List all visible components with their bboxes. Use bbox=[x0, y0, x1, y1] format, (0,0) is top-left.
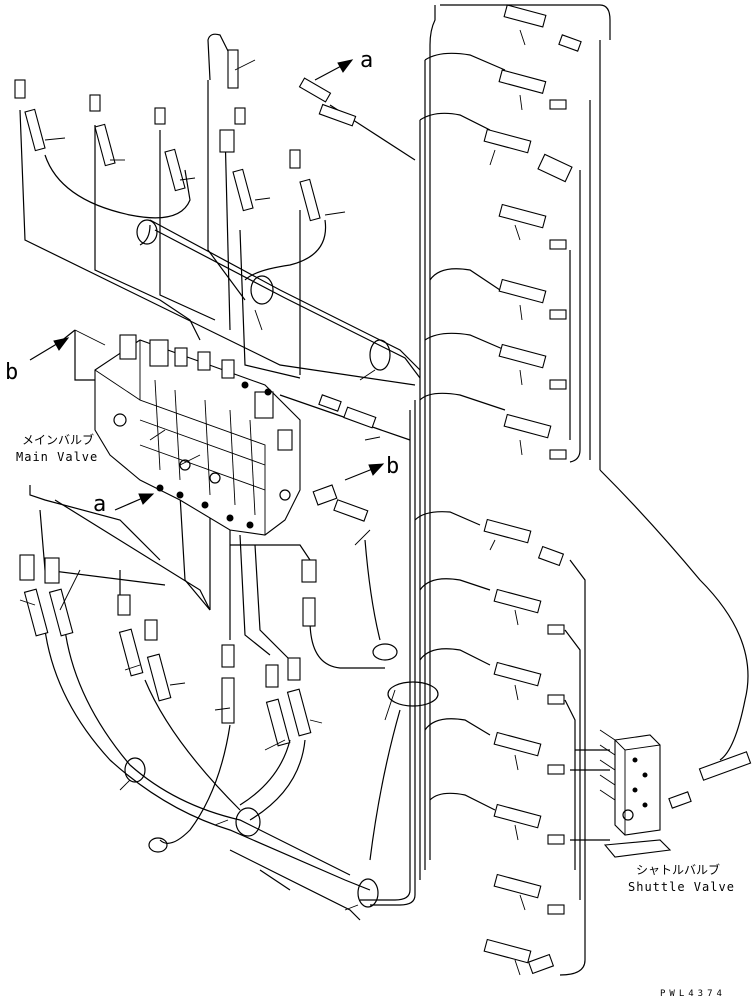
shuttle-valve bbox=[603, 734, 672, 858]
reference-label-a-top: a bbox=[360, 48, 374, 73]
hoses-and-fittings bbox=[14, 4, 752, 975]
leader-wrappers bbox=[74, 329, 616, 801]
drawing-code: PWL4374 bbox=[660, 989, 726, 999]
main-valve bbox=[94, 334, 301, 536]
pipe-bundle-right bbox=[360, 4, 749, 976]
pipe-bundle-lower bbox=[29, 485, 401, 921]
reference-label-b-right: b bbox=[386, 454, 400, 479]
reference-label-b-left: b bbox=[5, 360, 19, 385]
clamps bbox=[124, 219, 439, 908]
shuttle-valve-label-jp: シャトルバルブ bbox=[636, 863, 721, 877]
leader-lines bbox=[19, 29, 526, 976]
reference-label-a-left: a bbox=[93, 492, 107, 517]
reference-arrows bbox=[29, 59, 385, 511]
main-valve-label-en: Main Valve bbox=[16, 450, 99, 464]
main-valve-label-jp: メインバルブ bbox=[22, 433, 95, 447]
shuttle-valve-label-en: Shuttle Valve bbox=[628, 880, 735, 894]
